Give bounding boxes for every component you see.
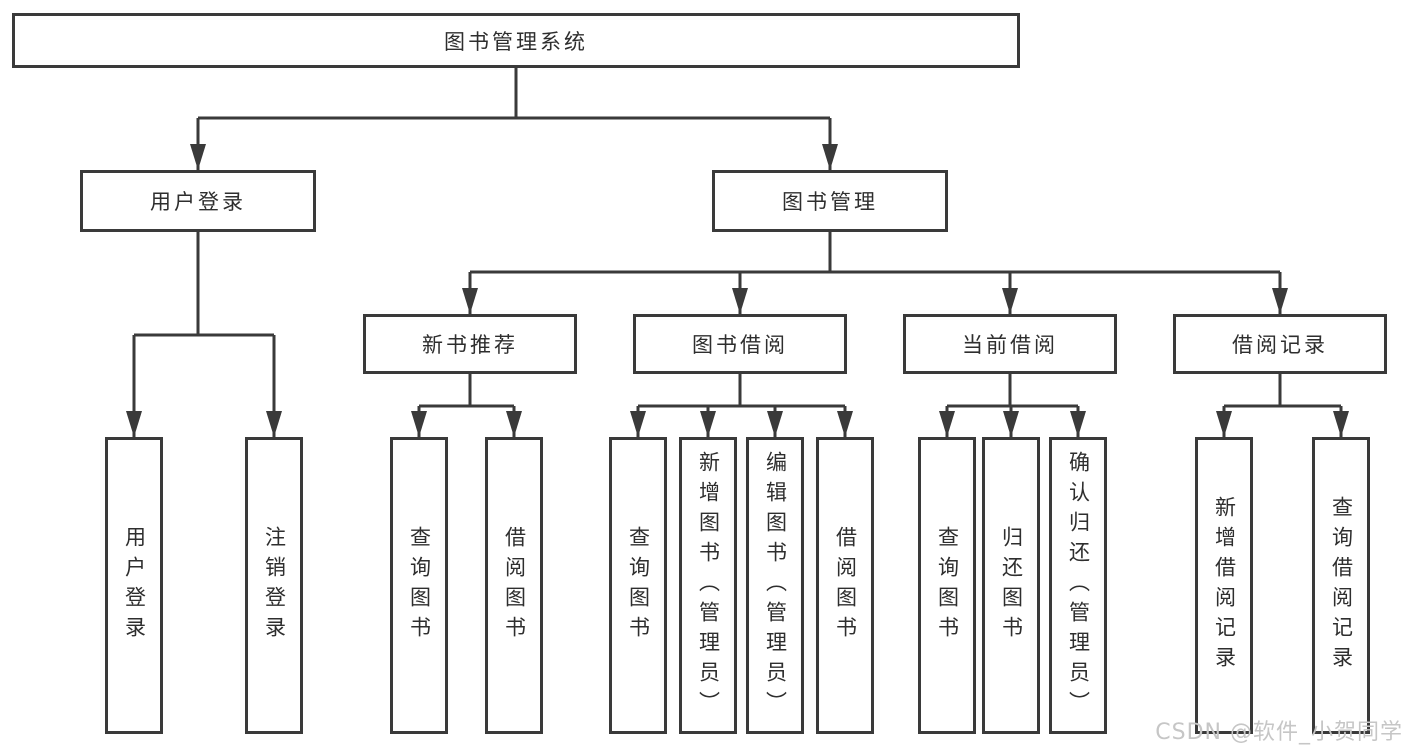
leaf-user-login: 用户登录 <box>105 437 163 734</box>
leaf-records-add-record: 新增借阅记录 <box>1195 437 1253 734</box>
leaf-label: 查询图书 <box>935 525 960 646</box>
leaf-current-confirm-return-admin: 确认归还（管理员） <box>1049 437 1107 734</box>
node-book-borrowing: 图书借阅 <box>633 314 847 374</box>
leaf-current-query-books: 查询图书 <box>918 437 976 734</box>
leaf-borrowing-add-books-admin: 新增图书（管理员） <box>679 437 737 734</box>
leaf-label: 借阅图书 <box>502 525 527 646</box>
node-book-management: 图书管理 <box>712 170 948 232</box>
leaf-label: 新增借阅记录 <box>1212 495 1237 676</box>
leaf-label: 查询图书 <box>407 525 432 646</box>
leaf-borrowing-borrow-books: 借阅图书 <box>816 437 874 734</box>
node-root-library-system: 图书管理系统 <box>12 13 1020 68</box>
leaf-current-return-books: 归还图书 <box>982 437 1040 734</box>
leaf-label: 确认归还（管理员） <box>1066 450 1091 721</box>
node-new-book-recommend: 新书推荐 <box>363 314 577 374</box>
leaf-newbook-query-books: 查询图书 <box>390 437 448 734</box>
node-current-borrowing: 当前借阅 <box>903 314 1117 374</box>
leaf-label: 用户登录 <box>122 525 147 646</box>
leaf-label: 借阅图书 <box>833 525 858 646</box>
node-borrowing-records: 借阅记录 <box>1173 314 1387 374</box>
leaf-records-query-record: 查询借阅记录 <box>1312 437 1370 734</box>
leaf-borrowing-query-books: 查询图书 <box>609 437 667 734</box>
leaf-label: 新增图书（管理员） <box>696 450 721 721</box>
leaf-borrowing-edit-books-admin: 编辑图书（管理员） <box>746 437 804 734</box>
leaf-label: 归还图书 <box>999 525 1024 646</box>
leaf-newbook-borrow-books: 借阅图书 <box>485 437 543 734</box>
leaf-logout: 注销登录 <box>245 437 303 734</box>
leaf-label: 编辑图书（管理员） <box>763 450 788 721</box>
node-user-login: 用户登录 <box>80 170 316 232</box>
leaf-label: 注销登录 <box>262 525 287 646</box>
leaf-label: 查询借阅记录 <box>1329 495 1354 676</box>
leaf-label: 查询图书 <box>626 525 651 646</box>
csdn-watermark: CSDN @软件_小贺同学 <box>1155 720 1403 745</box>
